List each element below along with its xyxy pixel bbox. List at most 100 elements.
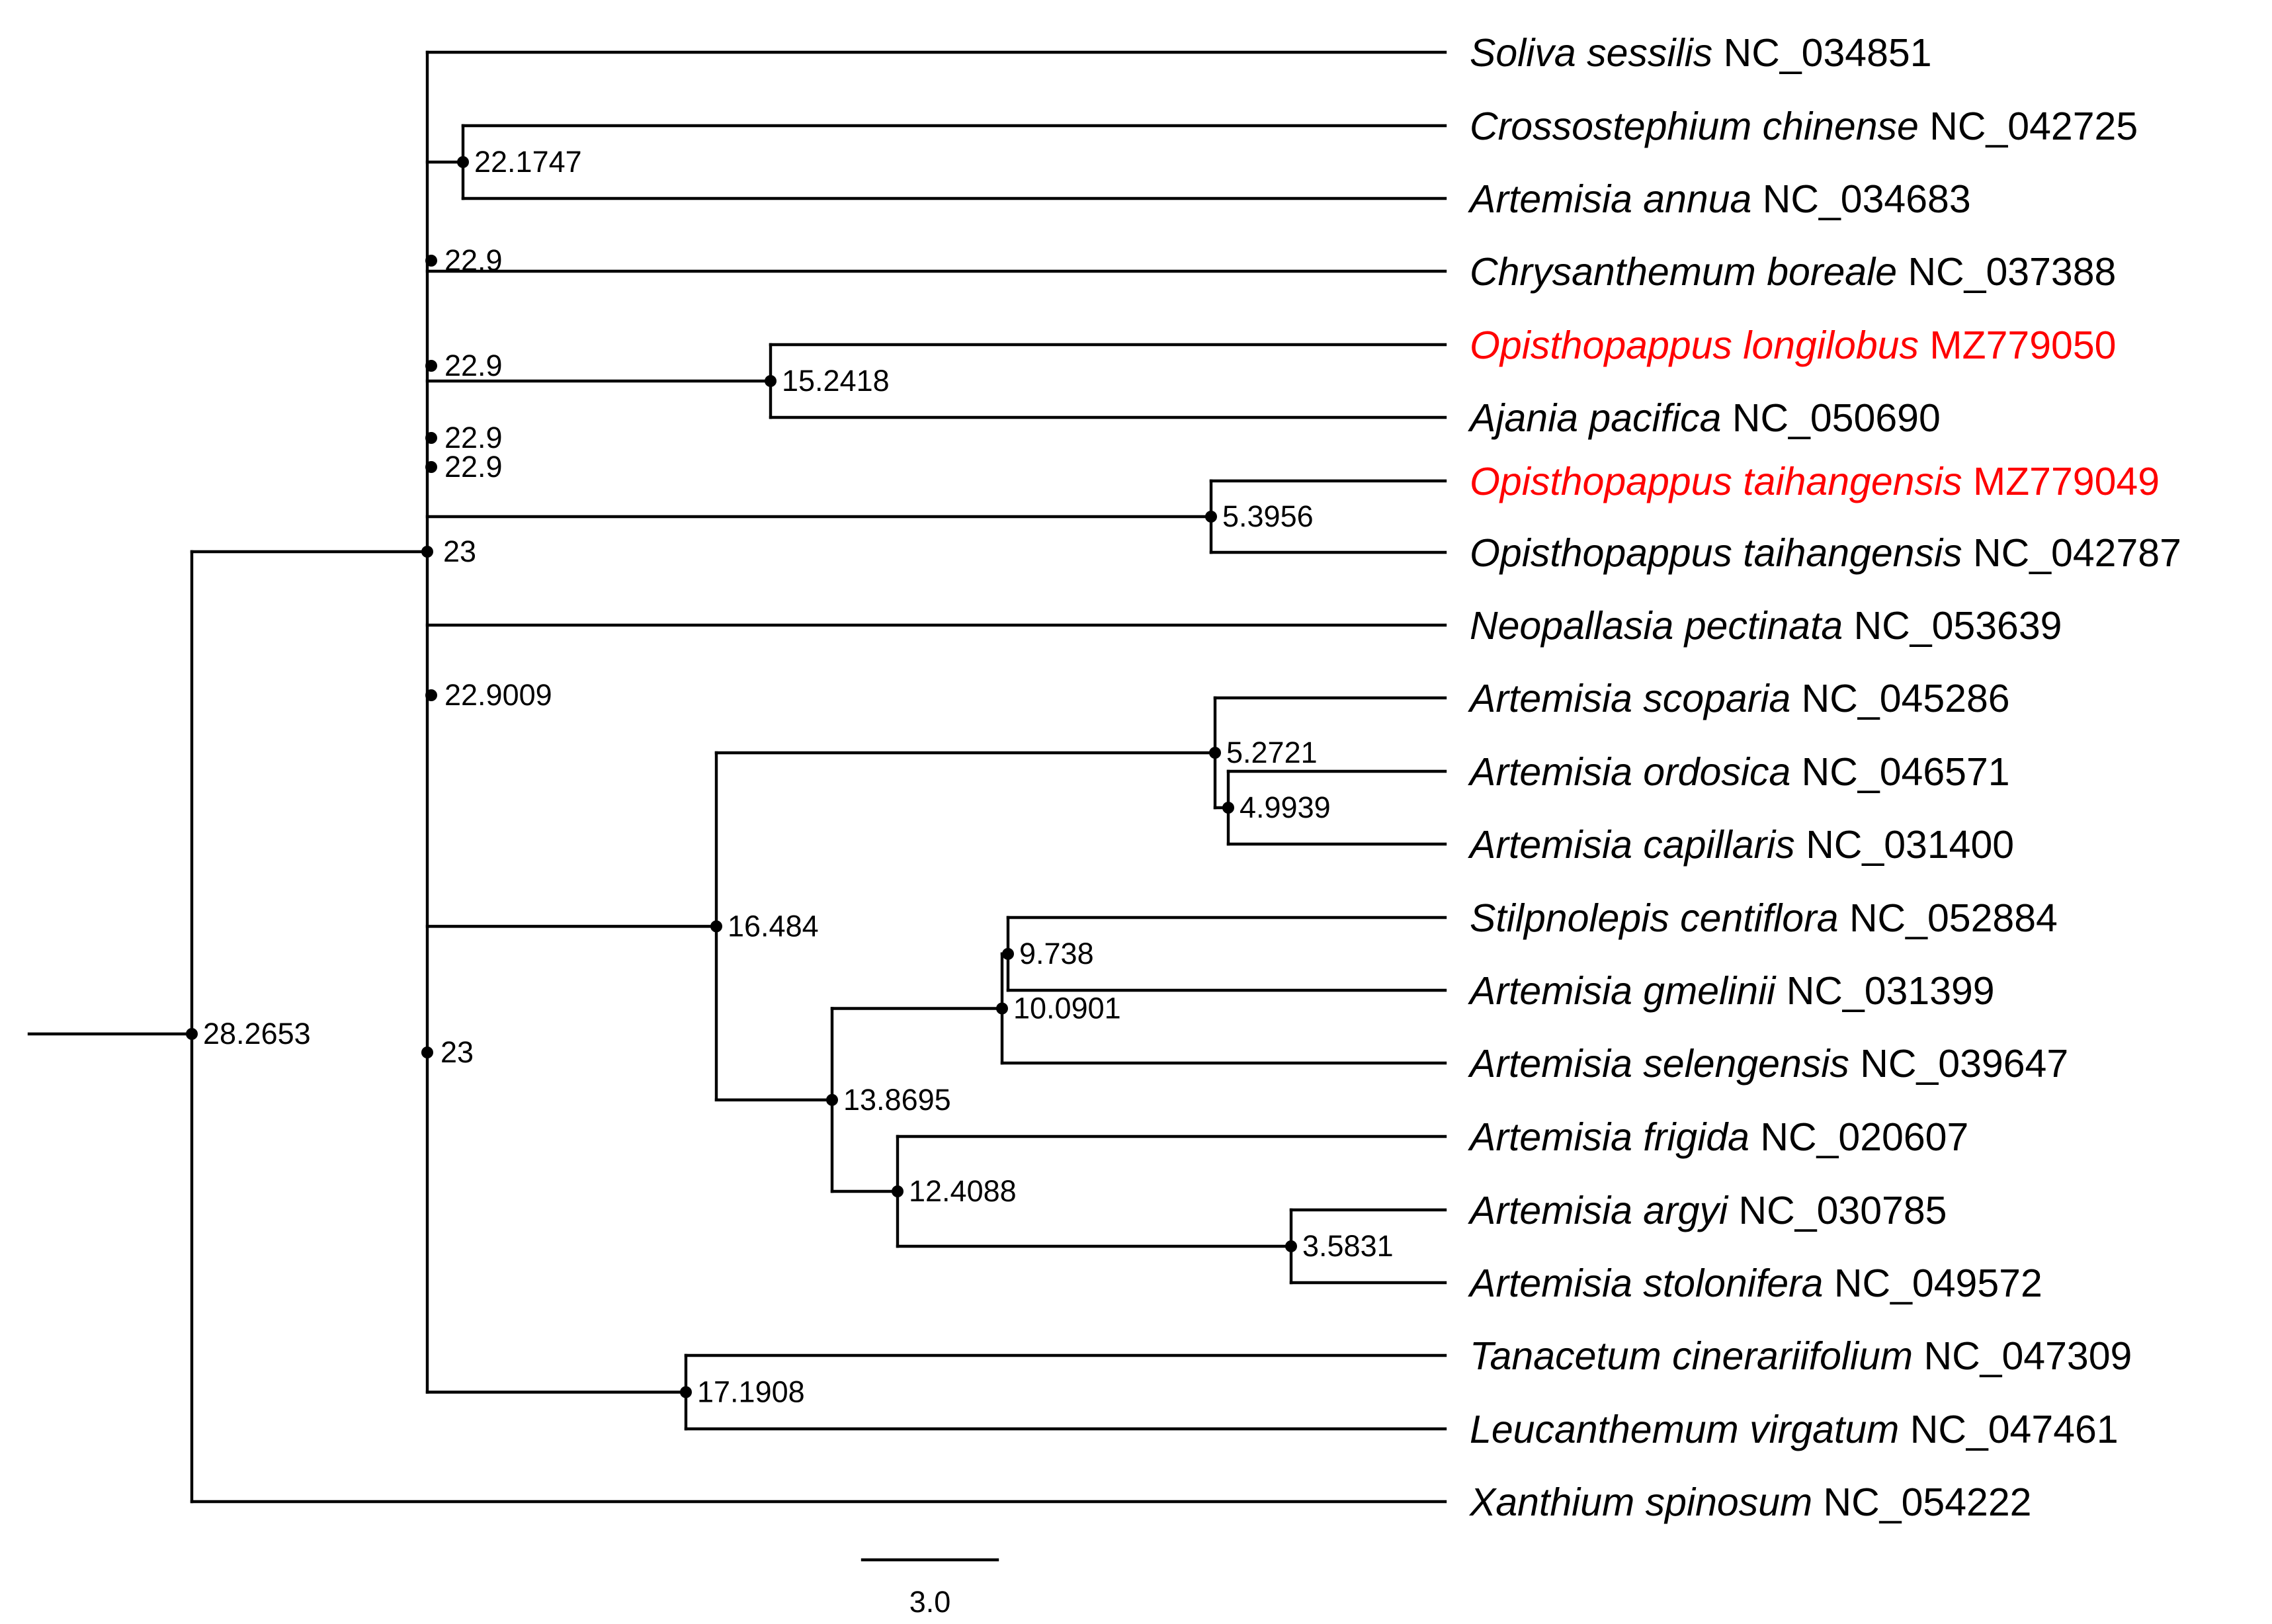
tip-species-name: Chrysanthemum boreale — [1470, 250, 1897, 294]
tip-accession: NC_053639 — [1843, 604, 2062, 648]
tip-species-name: Artemisia capillaris — [1468, 823, 1795, 867]
tip-accession: NC_042787 — [1962, 531, 2181, 575]
node-dot — [680, 1386, 692, 1398]
node-support-label: 10.0901 — [1013, 992, 1121, 1025]
node-support-label: 22.9 — [444, 243, 503, 277]
node-dot — [425, 689, 437, 701]
node-dot — [421, 546, 433, 558]
tip-label: Stilpnolepis centiflora NC_052884 — [1470, 896, 2058, 940]
node-dot — [826, 1093, 838, 1106]
tip-accession: NC_039647 — [1849, 1042, 2068, 1086]
tip-accession: NC_037388 — [1897, 250, 2116, 294]
tip-label: Artemisia annua NC_034683 — [1468, 177, 1971, 221]
node-support-label: 5.3956 — [1222, 499, 1314, 533]
tip-accession: MZ779050 — [1919, 323, 2116, 367]
tip-species-name: Artemisia stolonifera — [1468, 1261, 1824, 1305]
tip-label: Artemisia argyi NC_030785 — [1468, 1189, 1947, 1232]
tip-accession: MZ779049 — [1962, 460, 2160, 503]
node-support-label: 4.9939 — [1240, 791, 1331, 824]
tip-species-name: Artemisia annua — [1468, 177, 1751, 221]
tip-label: Artemisia stolonifera NC_049572 — [1468, 1261, 2042, 1305]
tip-label: Opisthopappus taihangensis NC_042787 — [1470, 531, 2181, 575]
tip-label: Opisthopappus longilobus MZ779050 — [1470, 323, 2116, 367]
node-dot — [1222, 802, 1234, 814]
tip-accession: NC_045286 — [1790, 677, 2009, 720]
node-support-label: 23 — [441, 1035, 474, 1069]
node-dot — [765, 375, 777, 387]
node-dot — [1209, 747, 1221, 759]
node-dot — [1205, 511, 1217, 523]
tip-accession: NC_030785 — [1728, 1189, 1947, 1232]
tip-accession: NC_054222 — [1812, 1480, 2031, 1524]
node-dot — [892, 1185, 904, 1197]
node-support-label: 5.2721 — [1226, 736, 1318, 769]
tip-labels: Soliva sessilis NC_034851Crossostephium … — [1468, 31, 2181, 1524]
node-support-label: 28.2653 — [203, 1017, 311, 1050]
node-support-label: 13.8695 — [843, 1083, 951, 1117]
tip-label: Leucanthemum virgatum NC_047461 — [1470, 1408, 2119, 1451]
node-dot — [457, 156, 469, 168]
tip-label: Ajania pacifica NC_050690 — [1468, 396, 1941, 440]
tip-species-name: Tanacetum cinerariifolium — [1470, 1334, 1913, 1378]
tip-species-name: Opisthopappus taihangensis — [1470, 531, 1962, 575]
tip-species-name: Xanthium spinosum — [1468, 1480, 1812, 1524]
tip-species-name: Artemisia ordosica — [1468, 750, 1790, 794]
node-dot — [425, 432, 437, 444]
node-support-label: 22.1747 — [474, 145, 582, 179]
tip-label: Artemisia capillaris NC_031400 — [1468, 823, 2014, 867]
tip-label: Tanacetum cinerariifolium NC_047309 — [1470, 1334, 2132, 1378]
node-support-label: 22.9009 — [444, 678, 552, 712]
tip-accession: NC_049572 — [1824, 1261, 2042, 1305]
tip-accession: NC_050690 — [1721, 396, 1940, 440]
tip-label: Soliva sessilis NC_034851 — [1470, 31, 1932, 75]
tip-label: Artemisia gmelinii NC_031399 — [1468, 969, 1995, 1013]
tip-accession: NC_052884 — [1839, 896, 2058, 940]
tip-label: Artemisia frigida NC_020607 — [1468, 1115, 1968, 1159]
node-dot — [1002, 948, 1014, 960]
tip-accession: NC_046571 — [1790, 750, 2009, 794]
tip-species-name: Opisthopappus longilobus — [1470, 323, 1919, 367]
node-support-label: 3.5831 — [1302, 1229, 1394, 1263]
tip-species-name: Artemisia scoparia — [1468, 677, 1790, 720]
tip-accession: NC_020607 — [1749, 1115, 1968, 1159]
scale-bar-label: 3.0 — [909, 1585, 951, 1619]
node-dot — [425, 461, 437, 473]
tip-species-name: Leucanthemum virgatum — [1470, 1408, 1899, 1451]
node-support-label: 22.9 — [444, 450, 503, 484]
tip-accession: NC_031399 — [1775, 969, 1994, 1013]
tip-species-name: Stilpnolepis centiflora — [1470, 896, 1839, 940]
tip-accession: NC_047461 — [1899, 1408, 2118, 1451]
tree-nodes: 22.1747 15.2418 5.3956 4.9939 5.2721 9.738 10.… — [186, 145, 1394, 1409]
node-dot — [996, 1002, 1008, 1015]
tip-accession: NC_034683 — [1751, 177, 1970, 221]
tip-label: Artemisia scoparia NC_045286 — [1468, 677, 2010, 720]
tip-species-name: Artemisia argyi — [1468, 1189, 1729, 1232]
node-support-label: 17.1908 — [697, 1375, 805, 1409]
tip-species-name: Opisthopappus taihangensis — [1470, 460, 1962, 503]
node-dot — [425, 360, 437, 372]
tip-species-name: Artemisia gmelinii — [1468, 969, 1777, 1013]
scale-bar: 3.0 — [861, 1558, 999, 1619]
node-support-label: 22.9 — [444, 421, 503, 454]
tip-label: Chrysanthemum boreale NC_037388 — [1470, 250, 2116, 294]
node-dot — [710, 920, 722, 933]
node-support-label: 15.2418 — [782, 364, 890, 398]
tree-branches — [27, 50, 1447, 1504]
node-support-label: 12.4088 — [909, 1174, 1017, 1208]
tip-accession: NC_031400 — [1795, 823, 2014, 867]
tip-label: Opisthopappus taihangensis MZ779049 — [1470, 460, 2160, 503]
tip-accession: NC_042725 — [1919, 105, 2138, 148]
node-dot — [425, 255, 437, 267]
tip-accession: NC_047309 — [1913, 1334, 2132, 1378]
tip-species-name: Neopallasia pectinata — [1470, 604, 1843, 648]
tip-label: Artemisia selengensis NC_039647 — [1468, 1042, 2068, 1086]
tip-species-name: Soliva sessilis — [1470, 31, 1712, 75]
tip-species-name: Artemisia selengensis — [1468, 1042, 1849, 1086]
tip-species-name: Artemisia frigida — [1468, 1115, 1749, 1159]
tip-accession: NC_034851 — [1712, 31, 1931, 75]
node-dot — [421, 1047, 433, 1058]
node-support-label: 22.9 — [444, 349, 503, 382]
node-support-label: 9.738 — [1019, 937, 1094, 970]
tip-species-name: Crossostephium chinense — [1470, 105, 1919, 148]
